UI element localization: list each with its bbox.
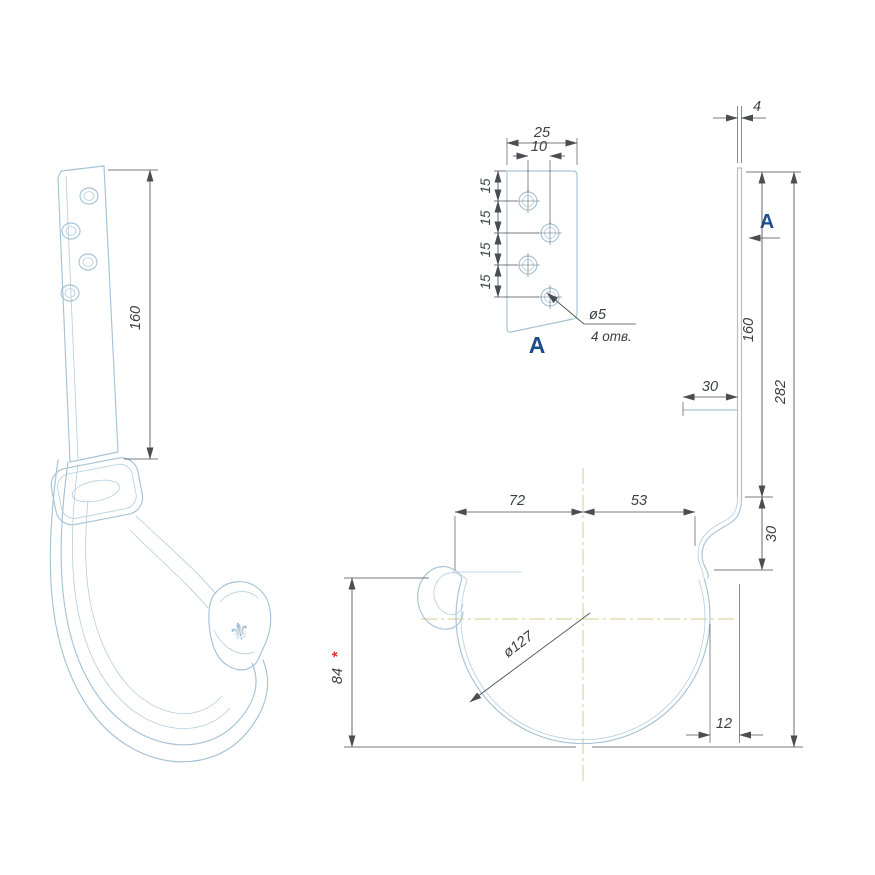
dim-label-25: 25 (533, 125, 551, 141)
dim-label-30-side: 30 (764, 526, 780, 542)
callout-hole-diameter: ø5 (589, 307, 607, 323)
view-left-perspective: ⚜ 160 (49, 165, 272, 763)
profile-strap (682, 167, 743, 579)
dim-label-15-1: 15 (478, 178, 493, 194)
detail-label-a: A (529, 332, 546, 358)
dim-84: 84 * (329, 577, 576, 748)
dim-30-side: 30 (714, 496, 780, 571)
hook-body-curves (49, 459, 269, 763)
dim-label-72: 72 (509, 493, 525, 509)
dim-12: 12 (686, 584, 763, 743)
dim-160-left: 160 (108, 169, 158, 460)
hole-callout: ø5 4 отв. (546, 292, 636, 344)
dim-160-right: 160 (741, 171, 801, 498)
dim-label-84-asterisk: * (329, 651, 346, 658)
dim-label-15-2: 15 (478, 210, 493, 226)
dim-label-84: 84 (330, 668, 346, 684)
dim-label-30-top: 30 (702, 379, 718, 395)
view-profile-section: 4 A 160 30 282 30 (329, 99, 803, 782)
dim-label-282: 282 (773, 380, 789, 405)
dim-282: 282 (592, 171, 803, 748)
dim-label-15-3: 15 (478, 242, 493, 258)
dim-4: 4 (713, 99, 766, 163)
dim-53: 53 (582, 493, 696, 546)
profile-gutter (417, 566, 711, 745)
dim-label-160-right: 160 (741, 318, 757, 342)
dim-label-10: 10 (531, 139, 547, 155)
callout-hole-count: 4 отв. (591, 329, 632, 344)
dim-label-12: 12 (716, 716, 732, 732)
dim-72: 72 (454, 493, 584, 570)
dim-label-53: 53 (631, 493, 647, 509)
view-detail-a: 15 15 15 15 25 10 ø5 4 отв. A (478, 125, 636, 358)
dim-25: 25 (506, 125, 578, 165)
dim-30-top: 30 (682, 379, 738, 416)
dim-label-160-left: 160 (128, 306, 144, 330)
dim-label-15-4: 15 (478, 274, 493, 290)
dim-10: 10 (513, 139, 565, 224)
dim-label-4: 4 (753, 99, 761, 115)
hook-strap-outline (57, 165, 119, 463)
dim-pitch-chain: 15 15 15 15 (478, 170, 539, 298)
hook-strap-holes (60, 187, 99, 302)
